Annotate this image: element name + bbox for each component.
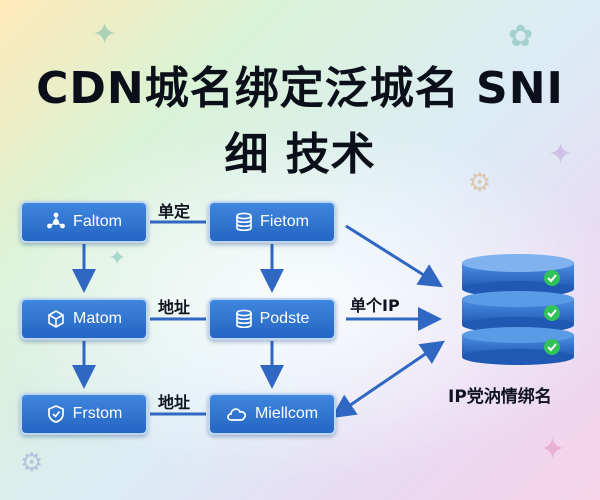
server-disk-1 xyxy=(462,254,574,297)
gear-icon: ⚙ xyxy=(20,448,44,478)
node-faltom: Faltom xyxy=(20,201,148,243)
node-fietom: Fietom xyxy=(208,201,336,243)
node-frstom: Frstom xyxy=(20,393,148,435)
edge-label-dizhi-1: 地址 xyxy=(158,298,191,317)
check-icon xyxy=(544,270,560,286)
node-label: Miellcom xyxy=(254,405,319,422)
edge-label-dizhi-2: 地址 xyxy=(158,393,191,412)
sparkle-icon: ✦ xyxy=(540,432,566,467)
node-label: Podste xyxy=(259,310,310,327)
check-icon xyxy=(544,305,560,321)
server-disk-3 xyxy=(462,327,574,365)
shield-icon xyxy=(47,405,64,423)
sparkle-icon: ✦ xyxy=(92,17,118,52)
page-title-line-2: 细 技术 xyxy=(224,129,376,180)
server-stack-icon xyxy=(462,254,574,365)
node-matom: Matom xyxy=(20,298,148,340)
sparkle-icon: ✦ xyxy=(548,137,574,172)
sparkle-icon: ✦ xyxy=(108,246,127,271)
database-icon xyxy=(235,309,252,329)
node-label: Fietom xyxy=(260,213,309,230)
page-title-line-1: CDN城名绑定泛城名 SNI xyxy=(36,63,564,114)
arrow-fietom-to-server xyxy=(345,224,444,288)
edge-label-single-ip: 单个IP xyxy=(350,296,400,315)
node-miellcom: Miellcom xyxy=(208,393,336,435)
node-label: Faltom xyxy=(73,213,122,230)
database-icon xyxy=(236,212,252,232)
node-label: Matom xyxy=(73,310,122,327)
cluster-icon xyxy=(47,212,65,229)
check-icon xyxy=(544,339,560,355)
box-icon xyxy=(48,310,64,328)
server-label: IP党汭情绑名 xyxy=(448,387,552,407)
node-label: Frstom xyxy=(72,405,123,422)
flower-icon: ✿ xyxy=(508,19,534,54)
arrow-server-miellcom xyxy=(331,340,445,419)
edge-label-danding: 单定 xyxy=(158,202,191,221)
cloud-icon xyxy=(227,408,246,421)
server-disk-2 xyxy=(462,291,574,333)
gear-icon: ⚙ xyxy=(468,168,492,198)
node-podste: Podste xyxy=(208,298,336,340)
